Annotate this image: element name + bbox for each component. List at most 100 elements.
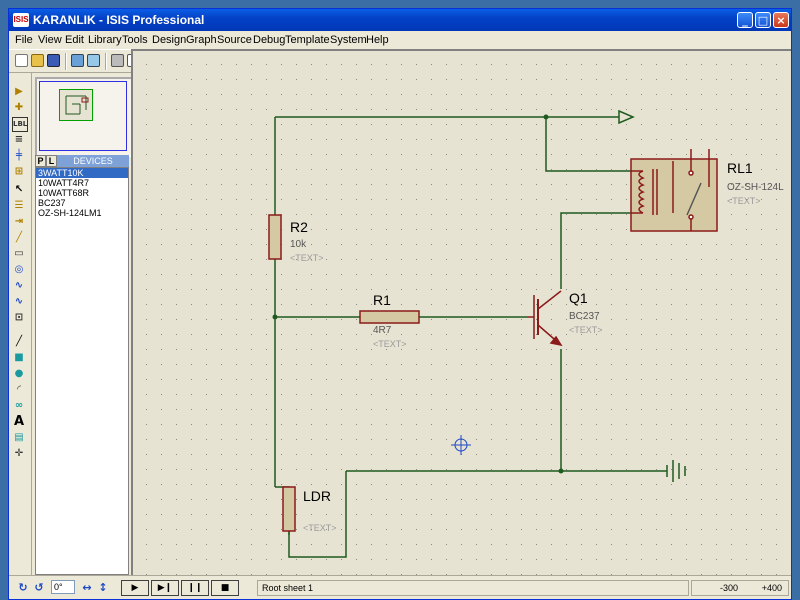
sheet-label: Root sheet 1 bbox=[262, 583, 314, 593]
new-file-icon[interactable] bbox=[15, 54, 28, 67]
power-terminal-icon[interactable] bbox=[618, 109, 635, 125]
terminal-icon[interactable]: ☰ bbox=[14, 200, 24, 211]
text-icon[interactable]: A bbox=[13, 414, 25, 429]
circle-icon[interactable]: ● bbox=[14, 368, 24, 379]
schematic-editor[interactable]: R2 10k <TEXT> R1 4R7 <TEXT> Q1 BC237 <TE… bbox=[131, 49, 791, 575]
junction-dots bbox=[272, 114, 564, 474]
component-mode-icon[interactable]: ▶ bbox=[15, 86, 23, 97]
maximize-button[interactable]: □ bbox=[755, 12, 771, 28]
list-item[interactable]: BC237 bbox=[38, 198, 66, 208]
list-item[interactable]: 10WATT4R7 bbox=[38, 178, 90, 188]
r2-text: <TEXT> bbox=[290, 253, 324, 263]
mirror-vertical-icon[interactable]: ↕ bbox=[98, 581, 108, 594]
junction-dot-icon[interactable]: ✚ bbox=[14, 102, 24, 113]
close-button[interactable]: × bbox=[773, 12, 789, 28]
isis-app-icon[interactable]: ISIS bbox=[13, 13, 29, 27]
q1-text: <TEXT> bbox=[569, 325, 603, 335]
pick-devices-button[interactable]: P bbox=[35, 155, 46, 167]
isis-window: ISIS KARANLIK - ISIS Professional _ □ × … bbox=[8, 8, 792, 600]
coordinate-x: -300 bbox=[719, 583, 738, 593]
list-item[interactable]: OZ-SH-124LM1 bbox=[38, 208, 102, 218]
marker-icon[interactable]: ✛ bbox=[14, 448, 24, 459]
step-button[interactable]: ▶❙ bbox=[151, 580, 179, 596]
wire-label-icon[interactable]: LBL bbox=[12, 117, 28, 132]
play-button[interactable]: ▶ bbox=[121, 580, 149, 596]
mode-toolbar: ▶ ✚ LBL ≡ ╪ ⊞ ↖ ☰ ⇥ ╱ ▭ ◎ ∿ ∿ ⊡ ╱ ■ ● ◜ … bbox=[9, 73, 32, 575]
virtual-instrument-icon[interactable]: ⊡ bbox=[14, 312, 24, 323]
q1-value: BC237 bbox=[569, 311, 600, 322]
voltage-probe-icon[interactable]: ∿ bbox=[14, 280, 24, 291]
title-bar[interactable]: ISIS KARANLIK - ISIS Professional _ □ × bbox=[9, 9, 791, 31]
graph-icon[interactable]: ╱ bbox=[15, 232, 23, 243]
ldr-body[interactable] bbox=[282, 486, 296, 532]
library-manager-button[interactable]: L bbox=[46, 155, 57, 167]
menu-library[interactable]: Library bbox=[88, 34, 122, 46]
device-selector-tabs: P L DEVICES bbox=[35, 155, 129, 167]
resistor-r2-body[interactable] bbox=[268, 214, 282, 260]
export-icon[interactable] bbox=[87, 54, 100, 67]
text-script-icon[interactable]: ≡ bbox=[14, 134, 24, 145]
schematic-canvas[interactable]: R2 10k <TEXT> R1 4R7 <TEXT> Q1 BC237 <TE… bbox=[131, 49, 791, 575]
rotation-angle-field[interactable]: 0° bbox=[51, 580, 75, 594]
menu-tools[interactable]: Tools bbox=[122, 34, 148, 46]
sheet-status-pane: Root sheet 1 bbox=[257, 580, 689, 596]
menu-bar: File View Edit Library Tools Design Grap… bbox=[9, 31, 791, 49]
subcircuit-icon[interactable]: ⊞ bbox=[14, 166, 24, 177]
menu-design[interactable]: Design bbox=[152, 34, 187, 46]
save-icon[interactable] bbox=[47, 54, 60, 67]
r2-value: 10k bbox=[290, 239, 307, 250]
overview-window[interactable] bbox=[35, 77, 133, 157]
menu-help[interactable]: Help bbox=[366, 34, 389, 46]
symbol-icon[interactable]: ▤ bbox=[14, 432, 24, 443]
menu-template[interactable]: Template bbox=[285, 34, 330, 46]
transistor-q1[interactable] bbox=[528, 290, 563, 347]
rl1-value: OZ-SH-124L bbox=[727, 182, 784, 193]
tape-recorder-icon[interactable]: ▭ bbox=[14, 248, 24, 259]
devices-header: DEVICES bbox=[57, 155, 129, 167]
print-icon[interactable] bbox=[111, 54, 124, 67]
menu-file[interactable]: File bbox=[15, 34, 33, 46]
pause-button[interactable]: ❙❙ bbox=[181, 580, 209, 596]
menu-debug[interactable]: Debug bbox=[253, 34, 286, 46]
box-icon[interactable]: ■ bbox=[14, 352, 24, 363]
mirror-horizontal-icon[interactable]: ↔ bbox=[82, 581, 92, 594]
current-probe-icon[interactable]: ∿ bbox=[14, 296, 24, 307]
ldr-ref: LDR bbox=[303, 488, 331, 504]
device-list[interactable]: 3WATT10K 10WATT4R7 10WATT68R BC237 OZ-SH… bbox=[35, 167, 129, 575]
rotate-clockwise-icon[interactable]: ↻ bbox=[18, 581, 28, 594]
overview-thumbnail bbox=[65, 95, 89, 115]
path-icon[interactable]: ∞ bbox=[14, 400, 24, 411]
list-item[interactable]: 3WATT10K bbox=[36, 168, 128, 178]
window-title: KARANLIK - ISIS Professional bbox=[33, 13, 205, 27]
ldr-text: <TEXT> bbox=[303, 523, 337, 533]
r1-ref: R1 bbox=[373, 292, 391, 308]
ground-terminal-icon[interactable] bbox=[666, 460, 686, 482]
r2-ref: R2 bbox=[290, 219, 308, 235]
menu-view[interactable]: View bbox=[38, 34, 62, 46]
list-item[interactable]: 10WATT68R bbox=[38, 188, 90, 198]
status-bar: ↻ ↺ 0° ↔ ↕ ▶ ▶❙ ❙❙ ■ Root sheet 1 -300 +… bbox=[9, 575, 791, 599]
r1-text: <TEXT> bbox=[373, 339, 407, 349]
generator-icon[interactable]: ◎ bbox=[14, 264, 24, 275]
menu-edit[interactable]: Edit bbox=[65, 34, 84, 46]
arc-icon[interactable]: ◜ bbox=[17, 384, 21, 395]
rotate-anticlockwise-icon[interactable]: ↺ bbox=[34, 581, 44, 594]
overview-view-rectangle bbox=[39, 81, 127, 151]
relay-rl1[interactable] bbox=[630, 149, 718, 232]
q1-ref: Q1 bbox=[569, 290, 588, 306]
minimize-button[interactable]: _ bbox=[737, 12, 753, 28]
bus-icon[interactable]: ╪ bbox=[15, 150, 23, 161]
selection-arrow-icon[interactable]: ↖ bbox=[14, 184, 24, 195]
menu-graph[interactable]: Graph bbox=[186, 34, 217, 46]
open-folder-icon[interactable] bbox=[31, 54, 44, 67]
menu-source[interactable]: Source bbox=[217, 34, 252, 46]
line-icon[interactable]: ╱ bbox=[15, 336, 23, 347]
import-icon[interactable] bbox=[71, 54, 84, 67]
rl1-text: <TEXT> bbox=[727, 196, 761, 206]
device-pin-icon[interactable]: ⇥ bbox=[14, 216, 24, 227]
resistor-r1-body[interactable] bbox=[359, 310, 420, 324]
stop-button[interactable]: ■ bbox=[211, 580, 239, 596]
cursor-crosshair-icon bbox=[451, 435, 471, 455]
r1-value: 4R7 bbox=[373, 325, 392, 336]
menu-system[interactable]: System bbox=[330, 34, 367, 46]
